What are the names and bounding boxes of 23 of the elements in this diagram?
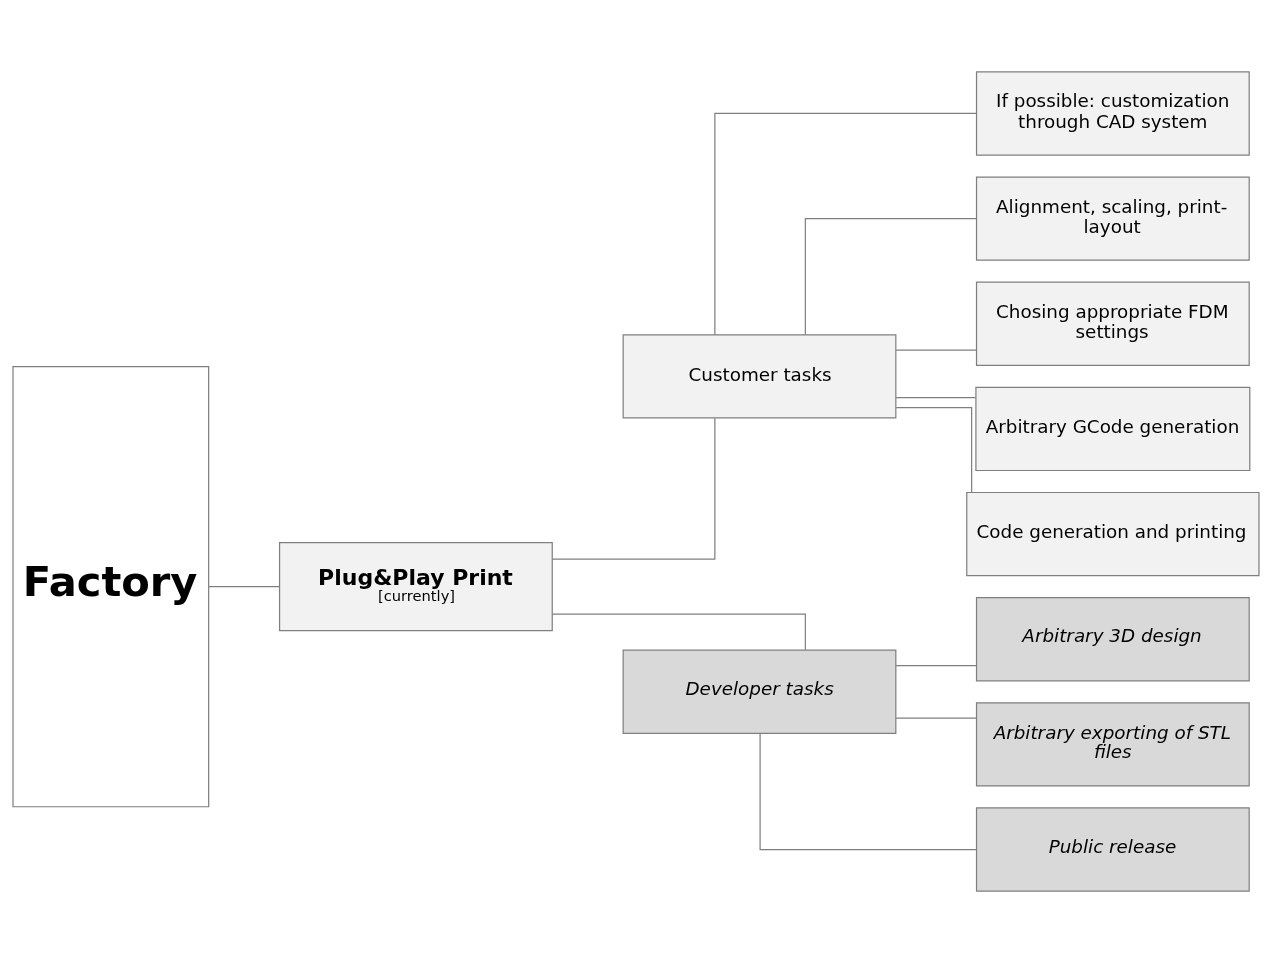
connector [804,218,977,336]
node-box: Developer tasks [622,649,897,734]
connector [714,112,978,336]
node-box: Customer tasks [622,334,897,419]
connector [551,417,716,560]
connector [895,664,977,667]
node-box: Arbitrary exporting of STL files [975,702,1250,787]
connector [208,586,281,588]
connector [895,349,977,351]
node-box: Chosing appropriate FDM settings [975,281,1250,366]
node-box: Public release [975,807,1250,892]
connector [895,396,977,399]
connector [895,407,973,493]
node-box: Arbitrary 3D design [975,597,1250,682]
node-box: Plug&Play Print [currently] [278,542,553,632]
node-box: Code generation and printing [966,491,1260,577]
connector [552,613,806,651]
connector [895,717,977,719]
node-box: Arbitrary GCode generation [975,386,1251,472]
node-box: If possible: customization through CAD system [975,71,1250,156]
node-box: Alignment, scaling, print-layout [975,176,1250,261]
node-box: Factory [12,365,210,808]
connector [759,733,978,851]
